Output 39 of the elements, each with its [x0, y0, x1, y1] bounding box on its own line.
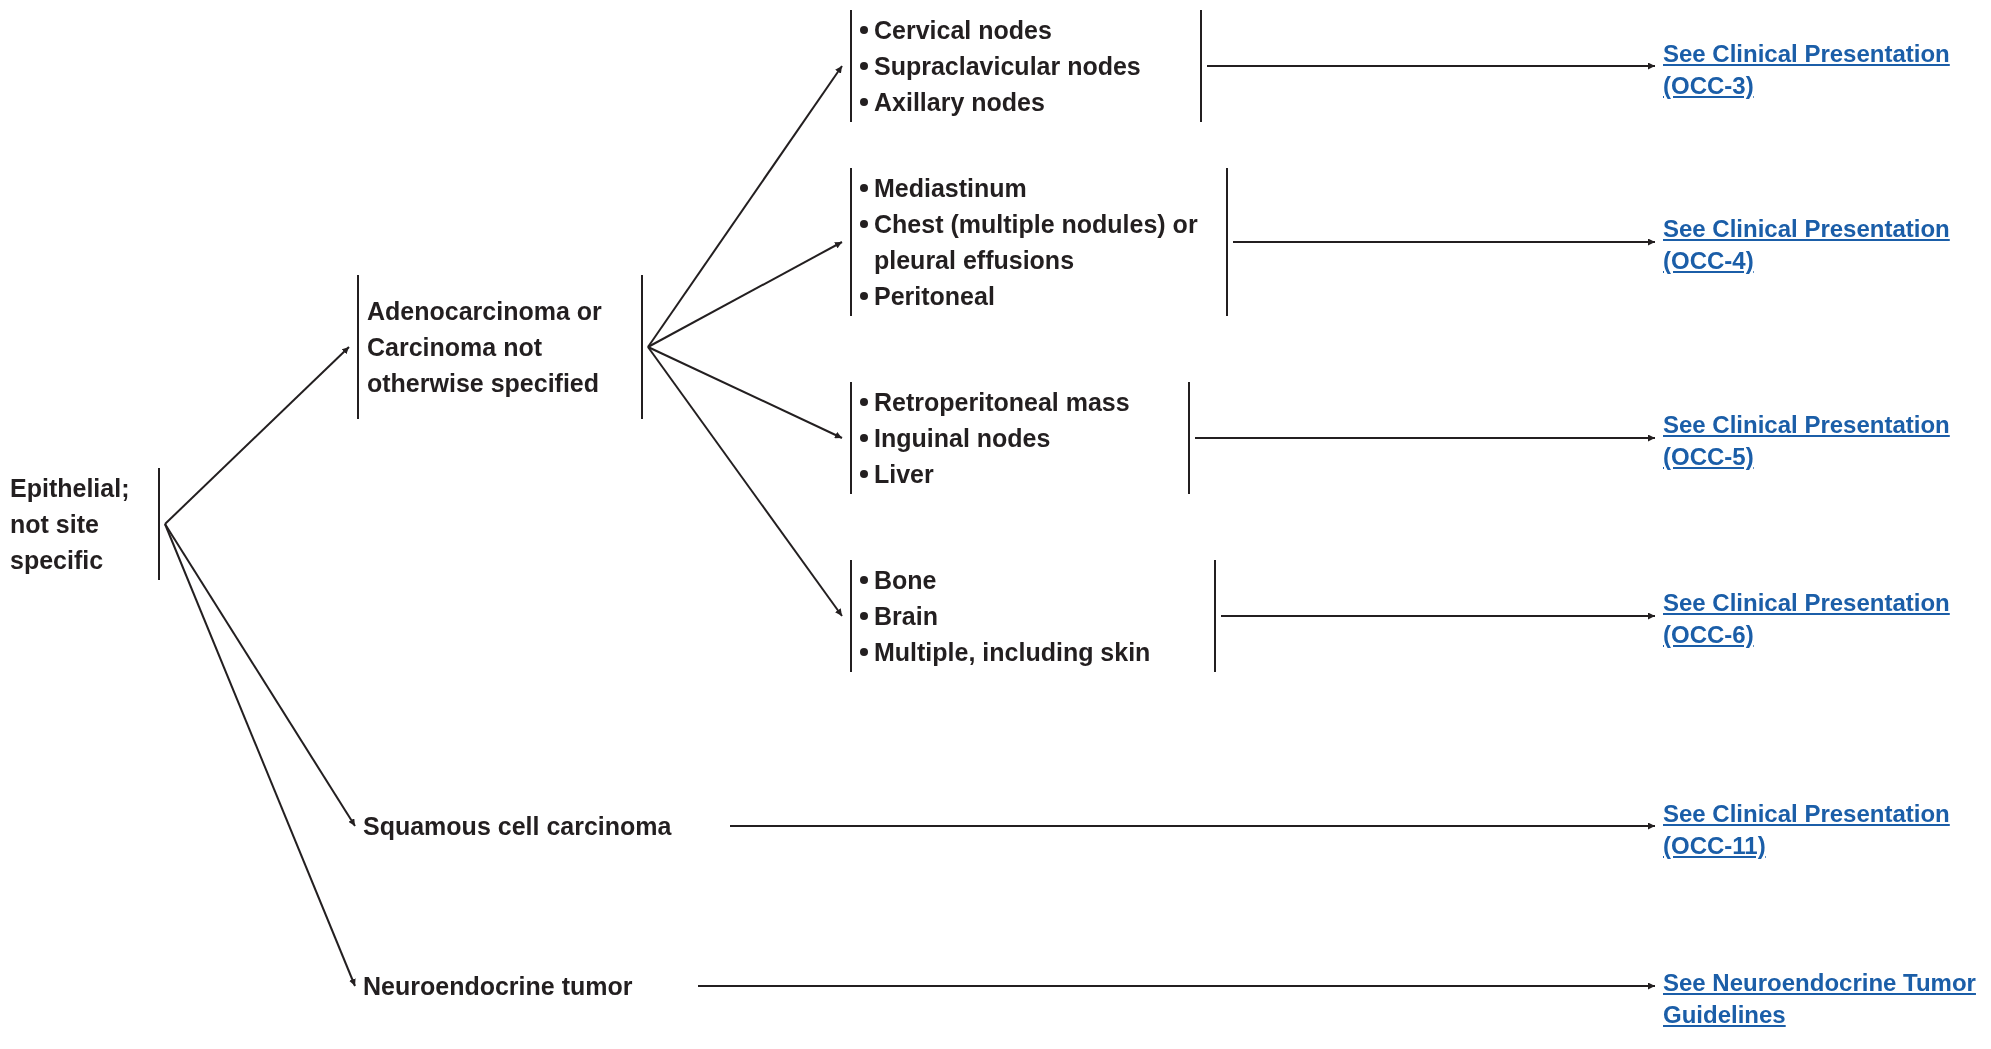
- list-item: Mediastinum: [874, 173, 1027, 204]
- arrow: [647, 65, 843, 348]
- arrow: [1220, 612, 1656, 620]
- link: See Clinical Presentation (OCC-5): [1663, 407, 1989, 475]
- list-item: Axillary nodes: [874, 87, 1045, 118]
- list-item: Supraclavicular nodes: [874, 51, 1141, 82]
- arrow: [647, 346, 843, 617]
- list-item: Inguinal nodes: [874, 423, 1051, 454]
- category-label: Squamous cell carcinoma: [363, 808, 725, 844]
- arrow: [164, 346, 350, 525]
- list-item: Chest (multiple nodules) or pleural effusions: [874, 209, 1199, 276]
- category-label: Neuroendocrine tumor: [363, 968, 693, 1004]
- list-item: Bone: [874, 565, 937, 596]
- list-item: Brain: [874, 601, 938, 632]
- link: See Clinical Presentation (OCC-3): [1663, 36, 1989, 104]
- bracket-list-box: [850, 168, 1228, 316]
- list-item: Multiple, including skin: [874, 637, 1151, 668]
- arrow: [729, 822, 1656, 830]
- arrow: [647, 241, 843, 348]
- arrow: [164, 523, 356, 827]
- bracket-text-box: Adenocarcinoma or Carcinoma not otherwise specified: [357, 275, 643, 419]
- link: See Neuroendocrine Tumor Guidelines: [1663, 950, 1989, 1048]
- arrow: [1206, 62, 1656, 70]
- link: See Clinical Presentation (OCC-4): [1663, 211, 1989, 279]
- arrow: [697, 982, 1656, 990]
- list-item: Peritoneal: [874, 281, 995, 312]
- bracket-list-box: [850, 10, 1202, 122]
- arrow: [164, 523, 356, 987]
- arrow: [1194, 434, 1656, 442]
- bracket-list-box: [850, 382, 1190, 494]
- link: See Clinical Presentation (OCC-6): [1663, 585, 1989, 653]
- bracket-list-box: [850, 560, 1216, 672]
- bracket-text-box: Epithelial; not site specific: [10, 468, 160, 580]
- list-item: Liver: [874, 459, 934, 490]
- list-item: Cervical nodes: [874, 15, 1052, 46]
- arrow: [647, 346, 843, 439]
- arrow: [1232, 238, 1656, 246]
- link: See Clinical Presentation (OCC-11): [1663, 796, 1989, 864]
- list-item: Retroperitoneal mass: [874, 387, 1130, 418]
